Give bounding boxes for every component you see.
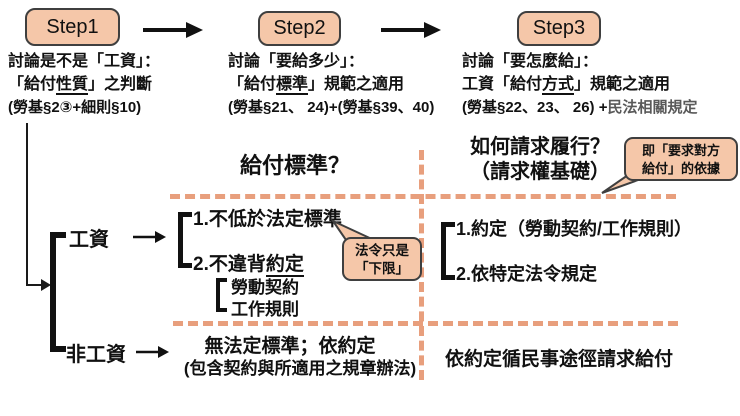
step2-box: Step2: [258, 11, 341, 46]
step3-desc-line2: 工資「給付方式」規範之適用: [462, 76, 671, 95]
standard-column-heading: 給付標準？: [239, 153, 350, 178]
wage-standard-sub2: 工作規則: [231, 300, 299, 319]
wage-arrow: [133, 231, 166, 243]
nonwage-standard-line1: 無法定標準；依約定: [204, 336, 376, 357]
nonwage-label: 非工資: [66, 344, 126, 366]
step2-desc-line2: 「給付標準」規範之適用: [228, 76, 405, 95]
arrow-step2-to-step3: [381, 22, 441, 38]
wage-standard-item2-underline: 約定: [265, 254, 304, 277]
step1-underlined-term: 性質: [56, 76, 89, 95]
wage-standard-sub-bracket: [216, 278, 227, 312]
request-column-heading: 如何請求履行？ （請求權基礎）: [470, 136, 610, 183]
tree-branch-arrowhead: [41, 279, 51, 291]
wage-request-item2: 2.依特定法令規定: [456, 264, 598, 284]
step2-description: 討論「要給多少」： 「給付標準」規範之適用 (勞基§21、 24)+(勞基§39…: [228, 50, 434, 119]
nonwage-standard-line2: (包含契約與所適用之規章辦法): [183, 359, 417, 378]
step1-desc-line3: (勞基§2③+細則§10): [8, 99, 142, 116]
step1-desc-line1: 討論是不是「工資」：: [8, 53, 161, 70]
step2-underlined-term: 標準: [276, 76, 309, 95]
step3-underlined-term: 方式: [542, 76, 575, 95]
floor-callout-bubble: 法令只是 「下限」: [342, 237, 422, 281]
dashed-divider-bottom: [173, 321, 678, 326]
tree-trunk-line: [26, 123, 28, 286]
arrow-step1-to-step2: [143, 22, 203, 38]
step3-desc-line3: (勞基§22、23、 26) +民法相關規定: [462, 99, 698, 116]
wage-request-item1: 1.約定（勞動契約/工作規則）: [456, 219, 693, 239]
step1-label: Step1: [46, 15, 99, 38]
step1-box: Step1: [25, 8, 120, 46]
step3-desc-line1: 討論「要怎麼給」：: [462, 53, 599, 70]
wage-label: 工資: [69, 229, 109, 251]
wage-standard-sub1: 勞動契約: [231, 278, 299, 297]
step2-label: Step2: [273, 17, 326, 39]
step1-description: 討論是不是「工資」： 「給付性質」之判斷 (勞基§2③+細則§10): [8, 50, 160, 119]
step2-desc-line3: (勞基§21、 24)+(勞基§39、40): [228, 99, 435, 116]
step3-description: 討論「要怎麼給」： 工資「給付方式」規範之適用 (勞基§22、23、 26) +…: [462, 50, 698, 119]
step1-desc-line2: 「給付性質」之判斷: [8, 76, 153, 95]
wage-request-bracket: [441, 222, 455, 280]
wage-standard-item2: 2.不違背約定: [193, 254, 304, 277]
wage-standard-item1: 1.不低於法定標準: [193, 209, 342, 230]
step2-desc-line1: 討論「要給多少」：: [228, 53, 365, 70]
tree-branch-line: [26, 284, 44, 286]
step3-box: Step3: [517, 11, 601, 46]
nonwage-request-text: 依約定循民事途徑請求給付: [445, 349, 674, 370]
wage-nonwage-bracket: [50, 232, 66, 352]
basis-callout-bubble: 即「要求對方 給付」的依據: [624, 137, 738, 181]
nonwage-arrow: [136, 346, 169, 358]
step3-label: Step3: [532, 17, 586, 39]
wage-standard-bracket: [178, 212, 192, 268]
